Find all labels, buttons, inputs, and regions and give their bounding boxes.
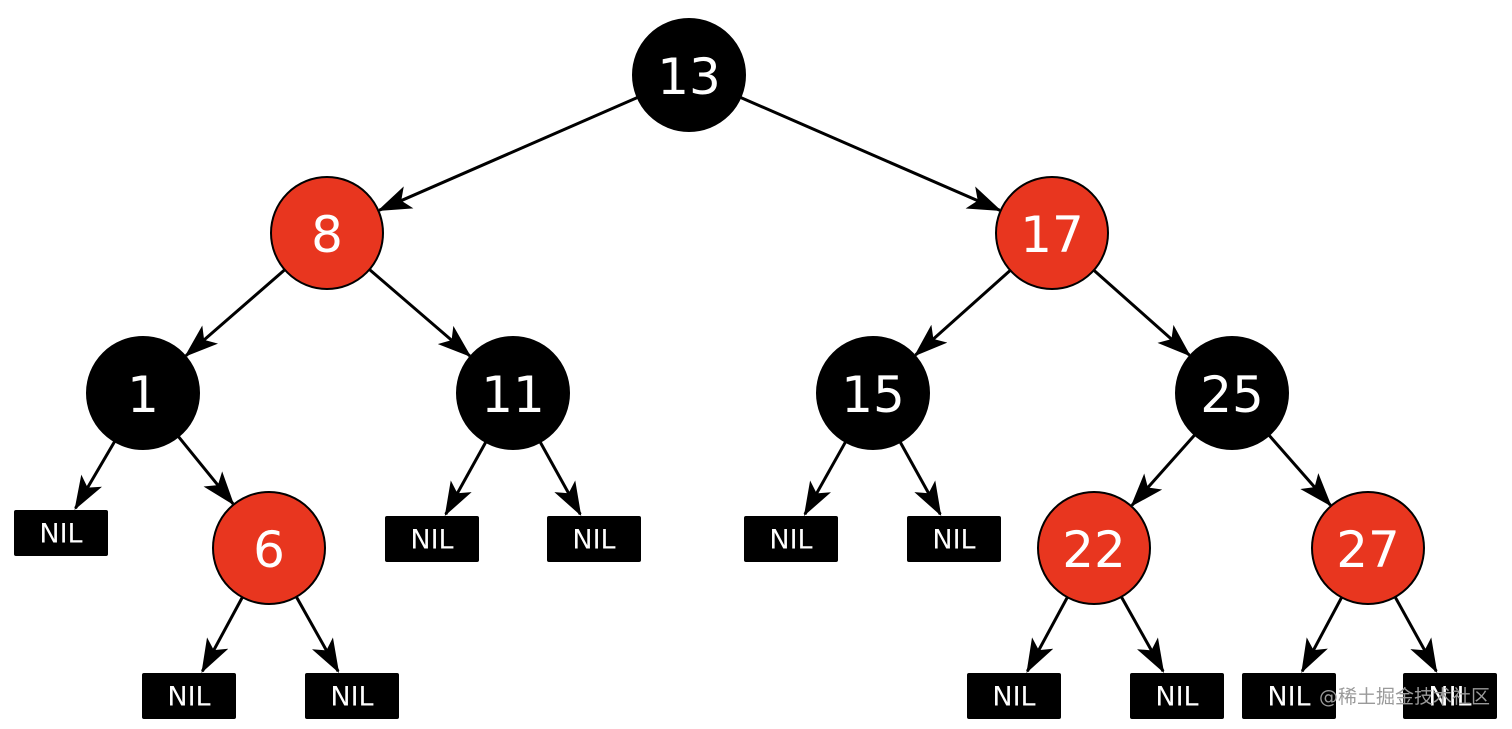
nil-leaf-box: [305, 673, 399, 719]
nil-leaf-box: [967, 673, 1061, 719]
nil-leaf-box: [1130, 673, 1224, 719]
edge-n22-to-nil-22-left: [1026, 596, 1069, 674]
node-label: 22: [1062, 521, 1126, 579]
nil-leaf: NIL: [744, 516, 838, 562]
nil-leaf-label: NIL: [769, 525, 812, 556]
nil-leaf-label: NIL: [1155, 682, 1198, 713]
nil-leaf: NIL: [14, 510, 108, 556]
nil-leaf: NIL: [1242, 673, 1336, 719]
node-label: 25: [1200, 366, 1264, 424]
nil-leaf-label: NIL: [572, 525, 615, 556]
nil-leaf: NIL: [967, 673, 1061, 719]
red-node-circle: [270, 176, 384, 290]
edge-n1-to-nil-1-left: [74, 440, 116, 510]
watermark-text: @稀土掘金技术社区: [1319, 686, 1490, 708]
nil-leaf-box: [1242, 673, 1336, 719]
nil-leaf: NIL: [547, 516, 641, 562]
tree-node-22: 22: [1037, 491, 1151, 605]
nil-leaf-box: [547, 516, 641, 562]
edge-n15-to-nil-15-right: [898, 441, 942, 516]
node-label: 13: [657, 48, 721, 106]
nil-leaf-label: NIL: [167, 682, 210, 713]
nil-leaf-label: NIL: [1428, 682, 1471, 713]
node-label: 17: [1020, 206, 1084, 264]
black-node-circle: [86, 336, 200, 450]
edge-n6-to-nil-6-right: [295, 596, 340, 674]
edge-n27-to-nil-27-right: [1393, 596, 1438, 673]
edge-n11-to-nil-11-left: [444, 441, 488, 516]
black-node-circle: [816, 336, 930, 450]
nil-leaf: NIL: [1130, 673, 1224, 719]
tree-node-13: 13: [632, 18, 746, 132]
edge-n25-to-n22: [1130, 433, 1196, 507]
edge-n13-to-n8: [377, 96, 639, 212]
edge-n15-to-nil-15-left: [803, 441, 847, 517]
edge-n27-to-nil-27-left: [1300, 596, 1343, 673]
nil-leaf-label: NIL: [932, 525, 975, 556]
nil-leaf-label: NIL: [330, 682, 373, 713]
node-label: 15: [841, 366, 905, 424]
nil-leaf-box: [744, 516, 838, 562]
node-label: 11: [481, 366, 545, 424]
red-node-circle: [1311, 491, 1425, 605]
edge-n11-to-nil-11-right: [538, 441, 582, 516]
tree-node-8: 8: [270, 176, 384, 290]
nil-leaf-box: [385, 516, 479, 562]
tree-node-1: 1: [86, 336, 200, 450]
red-node-circle: [995, 176, 1109, 290]
black-node-circle: [632, 18, 746, 132]
tree-node-15: 15: [816, 336, 930, 450]
edge-n25-to-n27: [1267, 434, 1332, 507]
red-node-circle: [1037, 491, 1151, 605]
node-label: 8: [311, 206, 343, 264]
nil-leaf-label: NIL: [992, 682, 1035, 713]
edge-n13-to-n17: [739, 95, 1002, 212]
nil-leaf: NIL: [385, 516, 479, 562]
edge-n17-to-n25: [1092, 269, 1191, 357]
nil-leaf: NIL: [142, 673, 236, 719]
tree-node-27: 27: [1311, 491, 1425, 605]
nil-leaf: NIL: [305, 673, 399, 719]
black-node-circle: [1175, 336, 1289, 450]
node-label: 6: [253, 521, 285, 579]
edge-n8-to-n11: [368, 268, 472, 358]
nil-leaf: NIL: [907, 516, 1001, 562]
edge-n22-to-nil-22-right: [1120, 596, 1165, 674]
tree-node-11: 11: [456, 336, 570, 450]
red-node-circle: [212, 491, 326, 605]
black-node-circle: [456, 336, 570, 450]
tree-node-17: 17: [995, 176, 1109, 290]
nil-leaf-box: [1403, 673, 1497, 719]
edge-n1-to-n6: [177, 435, 235, 506]
edges-layer: [74, 95, 1438, 674]
nil-leaf-label: NIL: [1267, 682, 1310, 713]
nil-leaf-box: [907, 516, 1001, 562]
tree-node-25: 25: [1175, 336, 1289, 450]
node-label: 27: [1336, 521, 1400, 579]
tree-node-6: 6: [212, 491, 326, 605]
edge-n17-to-n15: [914, 269, 1012, 357]
edge-n6-to-nil-6-left: [201, 596, 244, 674]
nil-leaf-label: NIL: [410, 525, 453, 556]
nil-leaves-layer: NIL NIL NIL NIL NIL NIL NIL NIL NIL NIL NIL: [14, 510, 1497, 719]
nil-leaf-label: NIL: [39, 519, 82, 550]
nil-leaf: NIL: [1403, 673, 1497, 719]
edge-n8-to-n1: [184, 268, 286, 357]
node-label: 1: [127, 366, 159, 424]
nil-leaf-box: [14, 510, 108, 556]
nil-leaf-box: [142, 673, 236, 719]
